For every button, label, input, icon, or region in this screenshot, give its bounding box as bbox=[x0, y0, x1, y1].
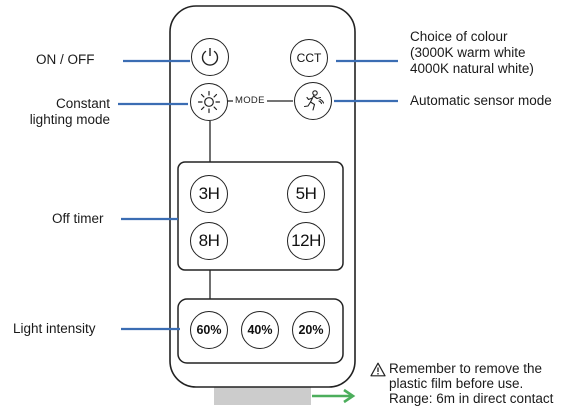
timer-panel bbox=[177, 161, 344, 271]
timer-button-3h[interactable]: 3H bbox=[190, 175, 228, 213]
label-light-intensity: Light intensity bbox=[13, 321, 96, 336]
intensity-button-60[interactable]: 60% bbox=[190, 311, 228, 349]
sensor-mode-button[interactable] bbox=[294, 82, 332, 120]
running-person-icon bbox=[303, 90, 325, 111]
sun-icon bbox=[197, 90, 221, 114]
warning-line3: Range: 6m in direct contact bbox=[389, 391, 554, 406]
warning-triangle-icon bbox=[370, 362, 386, 377]
label-off-timer: Off timer bbox=[52, 211, 104, 226]
intensity-label-60: 60% bbox=[196, 323, 222, 337]
label-colour-line3: 4000K natural white) bbox=[410, 61, 534, 76]
mode-label: MODE bbox=[233, 95, 267, 106]
timer-label-8h: 8H bbox=[198, 231, 220, 250]
cct-label: CCT bbox=[296, 51, 322, 65]
intensity-panel bbox=[177, 298, 344, 364]
timer-label-12h: 12H bbox=[291, 231, 321, 250]
label-on-off: ON / OFF bbox=[36, 52, 95, 67]
timer-label-3h: 3H bbox=[198, 184, 220, 203]
intensity-label-40: 40% bbox=[247, 323, 273, 337]
label-constant-line1: Constant bbox=[55, 96, 110, 111]
label-colour-line2: (3000K warm white bbox=[410, 45, 526, 60]
power-button[interactable] bbox=[191, 38, 229, 76]
warning-line1: Remember to remove the bbox=[389, 361, 543, 376]
intensity-label-20: 20% bbox=[298, 323, 324, 337]
warning-line2: plastic film before use. bbox=[389, 376, 524, 391]
label-automatic-sensor: Automatic sensor mode bbox=[410, 93, 552, 108]
timer-button-8h[interactable]: 8H bbox=[190, 222, 228, 260]
intensity-button-40[interactable]: 40% bbox=[241, 311, 279, 349]
constant-lighting-button[interactable] bbox=[190, 83, 228, 121]
timer-button-12h[interactable]: 12H bbox=[287, 222, 325, 260]
label-constant-line2: lighting mode bbox=[29, 112, 110, 127]
cct-button[interactable]: CCT bbox=[290, 39, 328, 77]
film-arrow bbox=[312, 388, 356, 404]
label-colour-line1: Choice of colour bbox=[410, 29, 508, 44]
plastic-film-tab bbox=[214, 383, 311, 405]
timer-label-5h: 5H bbox=[295, 184, 317, 203]
intensity-button-20[interactable]: 20% bbox=[292, 311, 330, 349]
power-icon bbox=[201, 48, 219, 66]
timer-button-5h[interactable]: 5H bbox=[287, 175, 325, 213]
